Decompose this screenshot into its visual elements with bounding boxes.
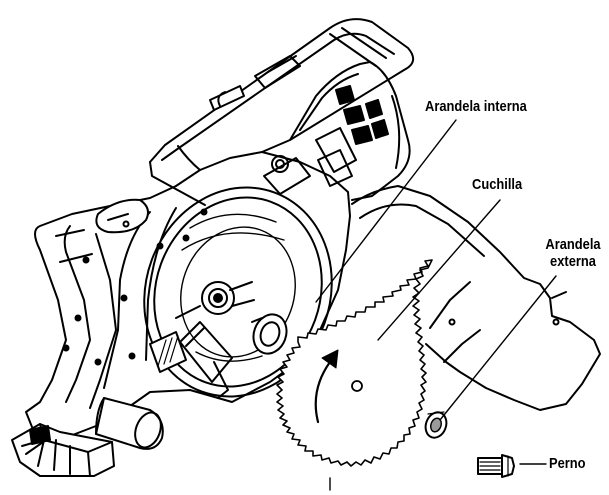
rotation-arrow-icon [314,349,339,424]
label-perno: Perno [549,455,586,472]
lower-body [25,151,351,439]
saw-handle [149,18,415,206]
label-arandela-externa-line1: Arandela [545,236,601,253]
leader-lines [315,119,557,491]
label-cuchilla: Cuchilla [472,176,523,193]
lower-guard-lever [149,321,233,399]
leader-arandela-externa [439,275,557,421]
label-arandela-interna: Arandela interna [425,98,527,115]
label-arandela-externa: Arandela externa [541,236,605,270]
motor-housing [263,61,411,201]
label-arandela-externa-line2: externa [550,253,596,270]
blade-bolt [477,454,515,478]
saw-blade [276,259,433,467]
upper-blade-guard [143,186,333,398]
leader-cuchilla [377,199,501,341]
base-plate [11,423,115,477]
spindle-knob [251,313,288,355]
leader-arandela-interna [315,119,457,303]
guard-cover-outline [351,185,601,411]
front-knob [95,397,164,450]
outer-washer [424,411,448,439]
